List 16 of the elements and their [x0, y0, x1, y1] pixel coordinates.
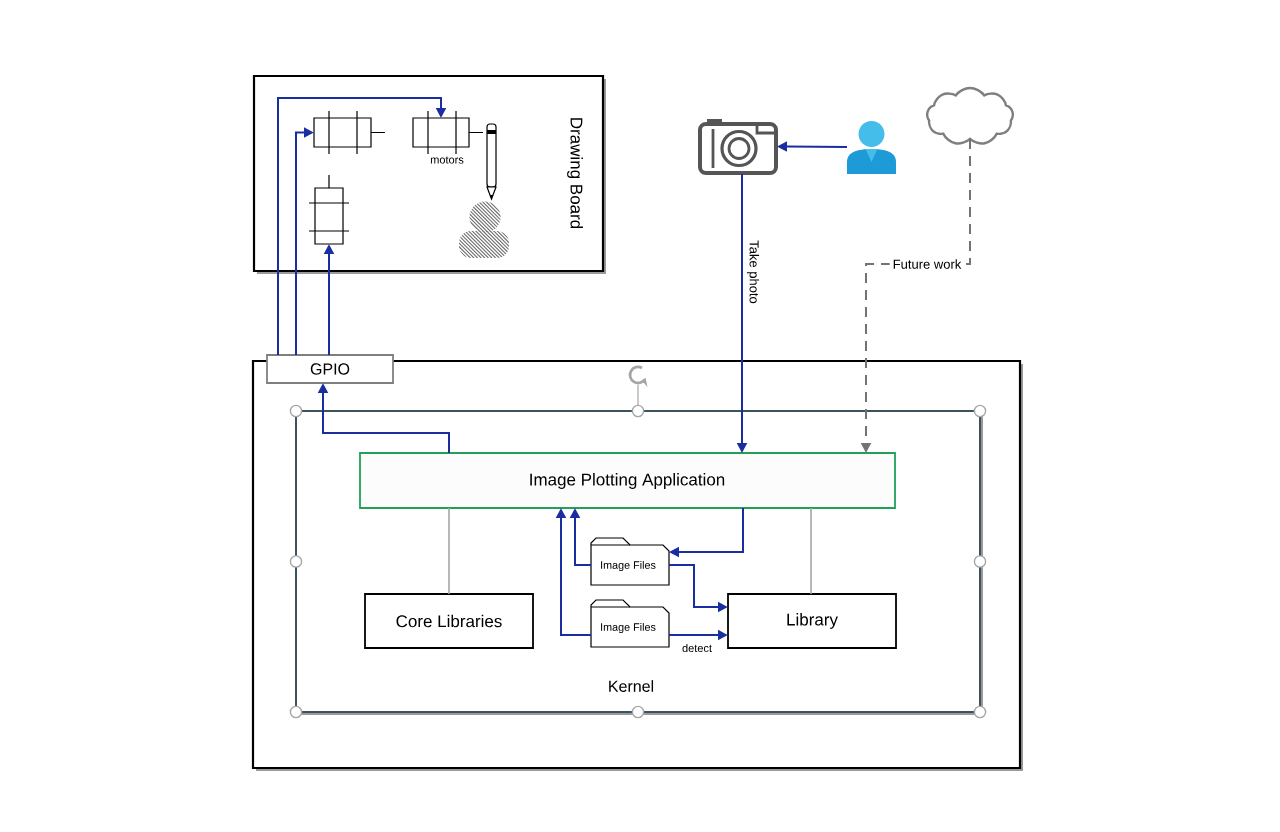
edge-label: detect [682, 643, 712, 653]
component-box: Core Libraries [364, 593, 534, 649]
connector-line [810, 507, 812, 595]
edge-label: Future work [889, 256, 965, 272]
edge-label: Take photo [746, 240, 760, 304]
component-box: GPIO [266, 354, 394, 384]
motor-symbol [313, 110, 386, 155]
camera-icon [698, 119, 778, 175]
process-box: Image Plotting Application [359, 452, 896, 509]
motor-symbol [308, 174, 350, 245]
arrow [277, 97, 447, 356]
person-icon [847, 121, 896, 174]
cloud-icon [926, 86, 1014, 145]
component-box: Library [727, 593, 897, 649]
part-label: motors [430, 156, 464, 164]
connector-line [448, 507, 450, 595]
